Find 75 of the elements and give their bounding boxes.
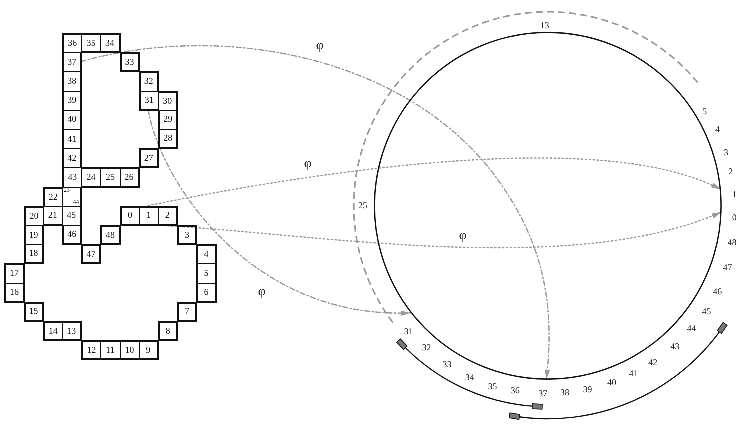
grid-cell: 34 — [100, 33, 121, 54]
grid-cell: 15 — [24, 302, 44, 322]
grid-cell: 24 — [81, 167, 102, 188]
position-number: 25 — [358, 202, 368, 210]
grid-cell: 38 — [62, 71, 82, 92]
grid-cell: 14 — [42, 321, 63, 342]
position-number: 42 — [648, 358, 658, 368]
grid-cell: 17 — [4, 263, 25, 284]
arrow — [148, 158, 722, 206]
grid-cell: 39 — [62, 90, 82, 111]
position-number: 40 — [607, 378, 616, 388]
grid-cell: 32 — [138, 71, 159, 92]
grid-cell: 22 — [42, 186, 63, 207]
position-number: 45 — [702, 308, 712, 317]
grid-cell — [62, 186, 82, 207]
position-number: 43 — [670, 342, 680, 352]
grid-cell: 19 — [24, 225, 44, 246]
grid-cell: 27 — [138, 148, 159, 168]
grid-cell: 26 — [120, 167, 140, 188]
position-number: 32 — [422, 344, 432, 353]
grid-cell: 1 — [138, 206, 159, 226]
grid-cell: 13 — [62, 321, 82, 342]
grid-cell: 25 — [100, 167, 121, 188]
position-number: 46 — [713, 287, 722, 296]
position-number: 41 — [629, 370, 638, 379]
position-number: 34 — [465, 374, 474, 383]
position-number: 0 — [732, 214, 737, 223]
grid-cell: 18 — [24, 244, 44, 264]
grid-cell: 4 — [196, 244, 217, 264]
grid-cell: 0 — [120, 206, 140, 226]
position-number: 48 — [728, 238, 737, 248]
position-number: 33 — [442, 360, 452, 370]
grid-cell: 3 — [177, 225, 198, 246]
position-number: 44 — [687, 324, 696, 334]
grid-cell: 10 — [120, 340, 140, 360]
grid-cell: 6 — [196, 282, 217, 303]
grid-cell: 37 — [62, 52, 82, 72]
grid-cell: 48 — [100, 225, 121, 246]
position-number: 4 — [716, 126, 720, 135]
position-number: 3 — [724, 148, 728, 158]
grid-cell: 35 — [81, 33, 102, 54]
grid-cell: 29 — [158, 110, 178, 130]
grid-cell: 41 — [62, 129, 82, 150]
grid-cell: 30 — [158, 90, 178, 111]
position-number: 47 — [723, 263, 732, 272]
arrow — [148, 109, 412, 316]
grid-cell: 42 — [62, 148, 82, 168]
position-number: 5 — [702, 107, 708, 116]
grid-cell: 16 — [4, 282, 25, 303]
grid-cell: 40 — [62, 110, 82, 130]
grid-cell: 11 — [100, 340, 121, 360]
position-number: 2 — [728, 168, 734, 177]
circle — [374, 32, 722, 380]
grid-cell: 20 — [24, 206, 44, 226]
arrow — [80, 45, 550, 381]
position-number: 13 — [540, 22, 550, 31]
grid-cell: 46 — [62, 225, 82, 246]
grid-cell: 7 — [177, 302, 198, 322]
position-number: 31 — [404, 328, 414, 337]
position-number: 1 — [732, 190, 737, 200]
grid-cell: 5 — [196, 263, 217, 284]
grid-cell: 31 — [138, 90, 159, 111]
position-number: 38 — [560, 388, 570, 398]
grid-cell: 33 — [120, 52, 140, 72]
grid-cell: 28 — [158, 129, 178, 150]
position-number: 37 — [538, 389, 548, 398]
grid-cell: 2 — [158, 206, 178, 226]
grid-cell: 9 — [138, 340, 159, 360]
position-number: 35 — [488, 382, 498, 392]
grid-cell: 12 — [81, 340, 102, 360]
position-number: 36 — [510, 386, 520, 396]
position-number: 39 — [583, 385, 592, 394]
grid-cell: 47 — [81, 244, 102, 264]
grid-cell: 8 — [158, 321, 178, 342]
grid-cell: 36 — [62, 33, 82, 54]
